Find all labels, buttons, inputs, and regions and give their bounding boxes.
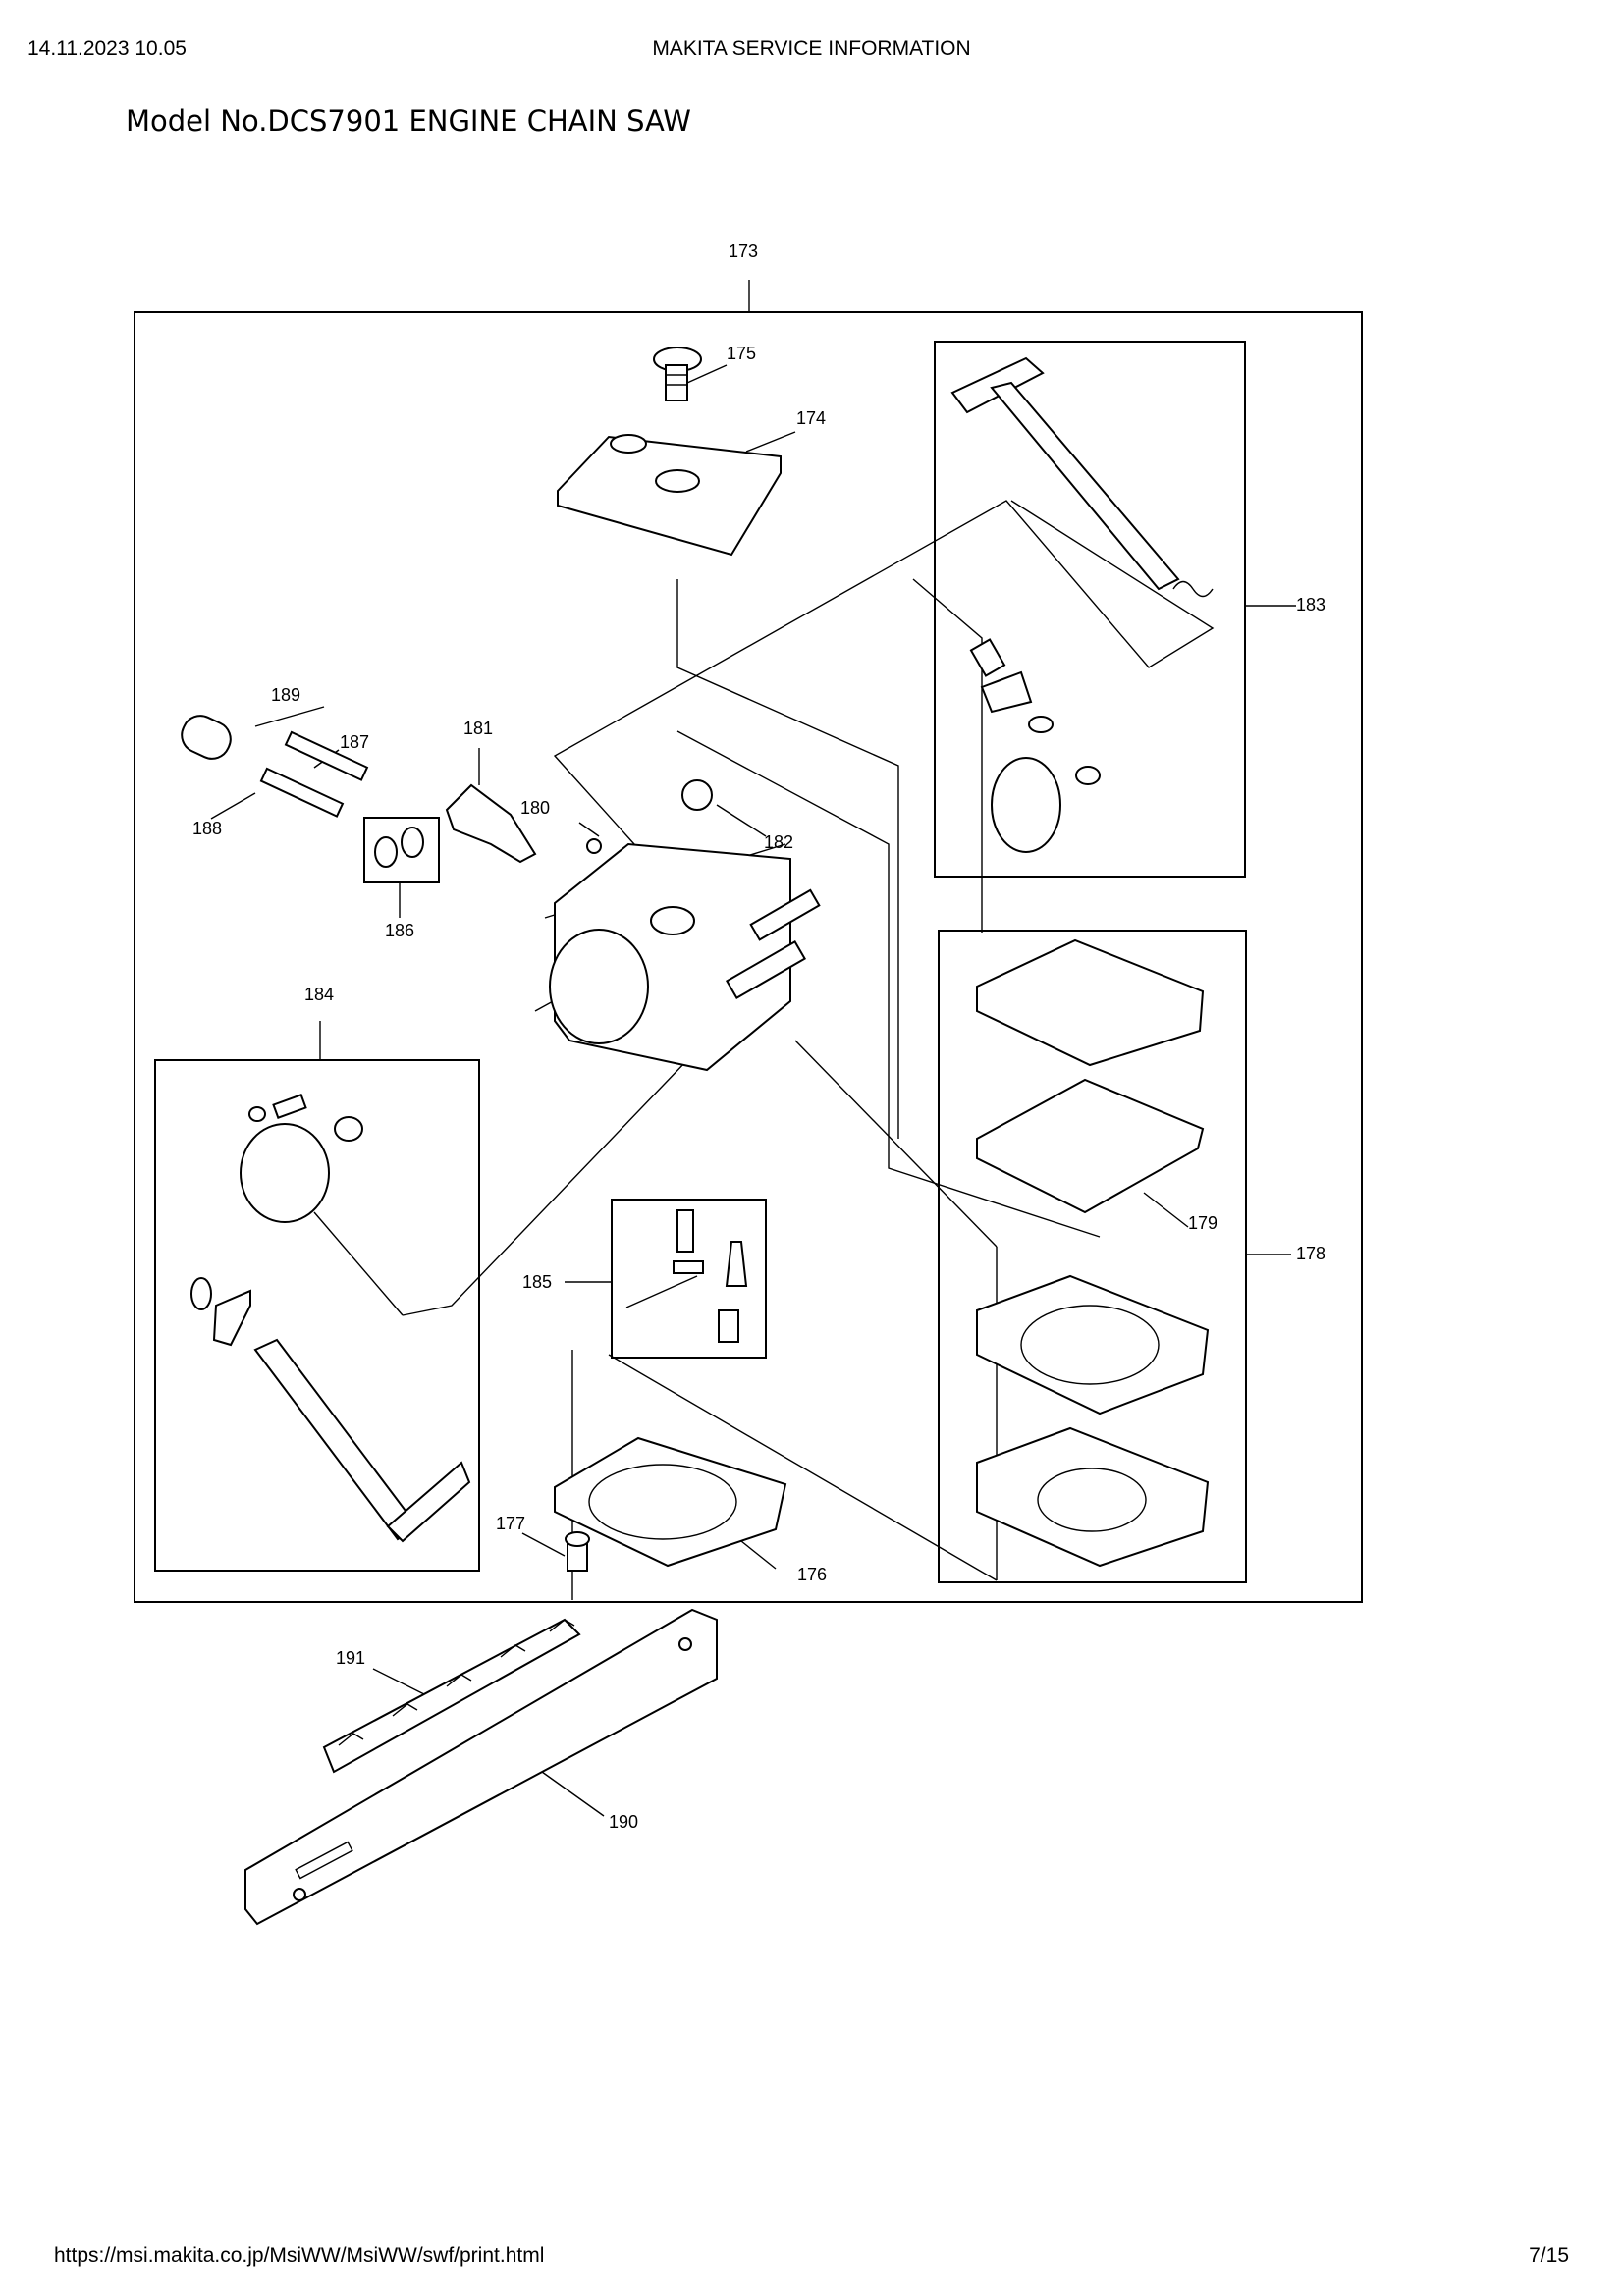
callout-191: 191 (336, 1648, 365, 1668)
callout-174: 174 (796, 408, 826, 428)
page-title: Model No.DCS7901 ENGINE CHAIN SAW (126, 104, 691, 137)
callout-182: 182 (764, 832, 793, 852)
box-184 (154, 1059, 480, 1572)
part-190-guide-bar (244, 1608, 718, 1926)
callout-173: 173 (729, 241, 758, 261)
callout-183: 183 (1296, 595, 1325, 614)
callout-184: 184 (304, 985, 334, 1004)
header-datetime: 14.11.2023 10.05 (27, 37, 187, 60)
part-185-needle-set (625, 1209, 748, 1343)
part-184-shaft (190, 1094, 471, 1543)
header-source: MAKITA SERVICE INFORMATION (652, 37, 971, 60)
box-185 (611, 1199, 767, 1359)
part-179-gaskets (976, 938, 1210, 1568)
callout-188: 188 (192, 819, 222, 838)
main-frame (134, 311, 1363, 1603)
callout-186: 186 (385, 921, 414, 940)
part-187-188-needles (181, 715, 369, 818)
part-191-chain (322, 1618, 581, 1774)
callout-190: 190 (609, 1812, 638, 1832)
callout-187: 187 (340, 732, 369, 752)
part-173-carburetor-body (549, 842, 821, 1072)
callout-181: 181 (463, 719, 493, 738)
part-176-pump-cover (554, 1436, 787, 1572)
callout-176: 176 (797, 1565, 827, 1584)
part-175-screw (653, 347, 702, 401)
part-174-cover (557, 434, 782, 557)
callout-175: 175 (727, 344, 756, 363)
callout-180: 180 (520, 798, 550, 818)
callout-189: 189 (271, 685, 300, 705)
box-183 (934, 341, 1246, 878)
callout-177: 177 (496, 1514, 525, 1533)
part-181-fitting (445, 779, 713, 864)
box-178 (938, 930, 1247, 1583)
callout-179: 179 (1188, 1213, 1217, 1233)
box-186 (363, 817, 440, 883)
part-186-springs (374, 827, 424, 868)
footer-url: https://msi.makita.co.jp/MsiWW/MsiWW/swf… (54, 2244, 545, 2267)
footer-page-number: 7/15 (1529, 2244, 1569, 2267)
callout-185: 185 (522, 1272, 552, 1292)
callout-178: 178 (1296, 1244, 1325, 1263)
part-183-shaft (950, 356, 1214, 853)
